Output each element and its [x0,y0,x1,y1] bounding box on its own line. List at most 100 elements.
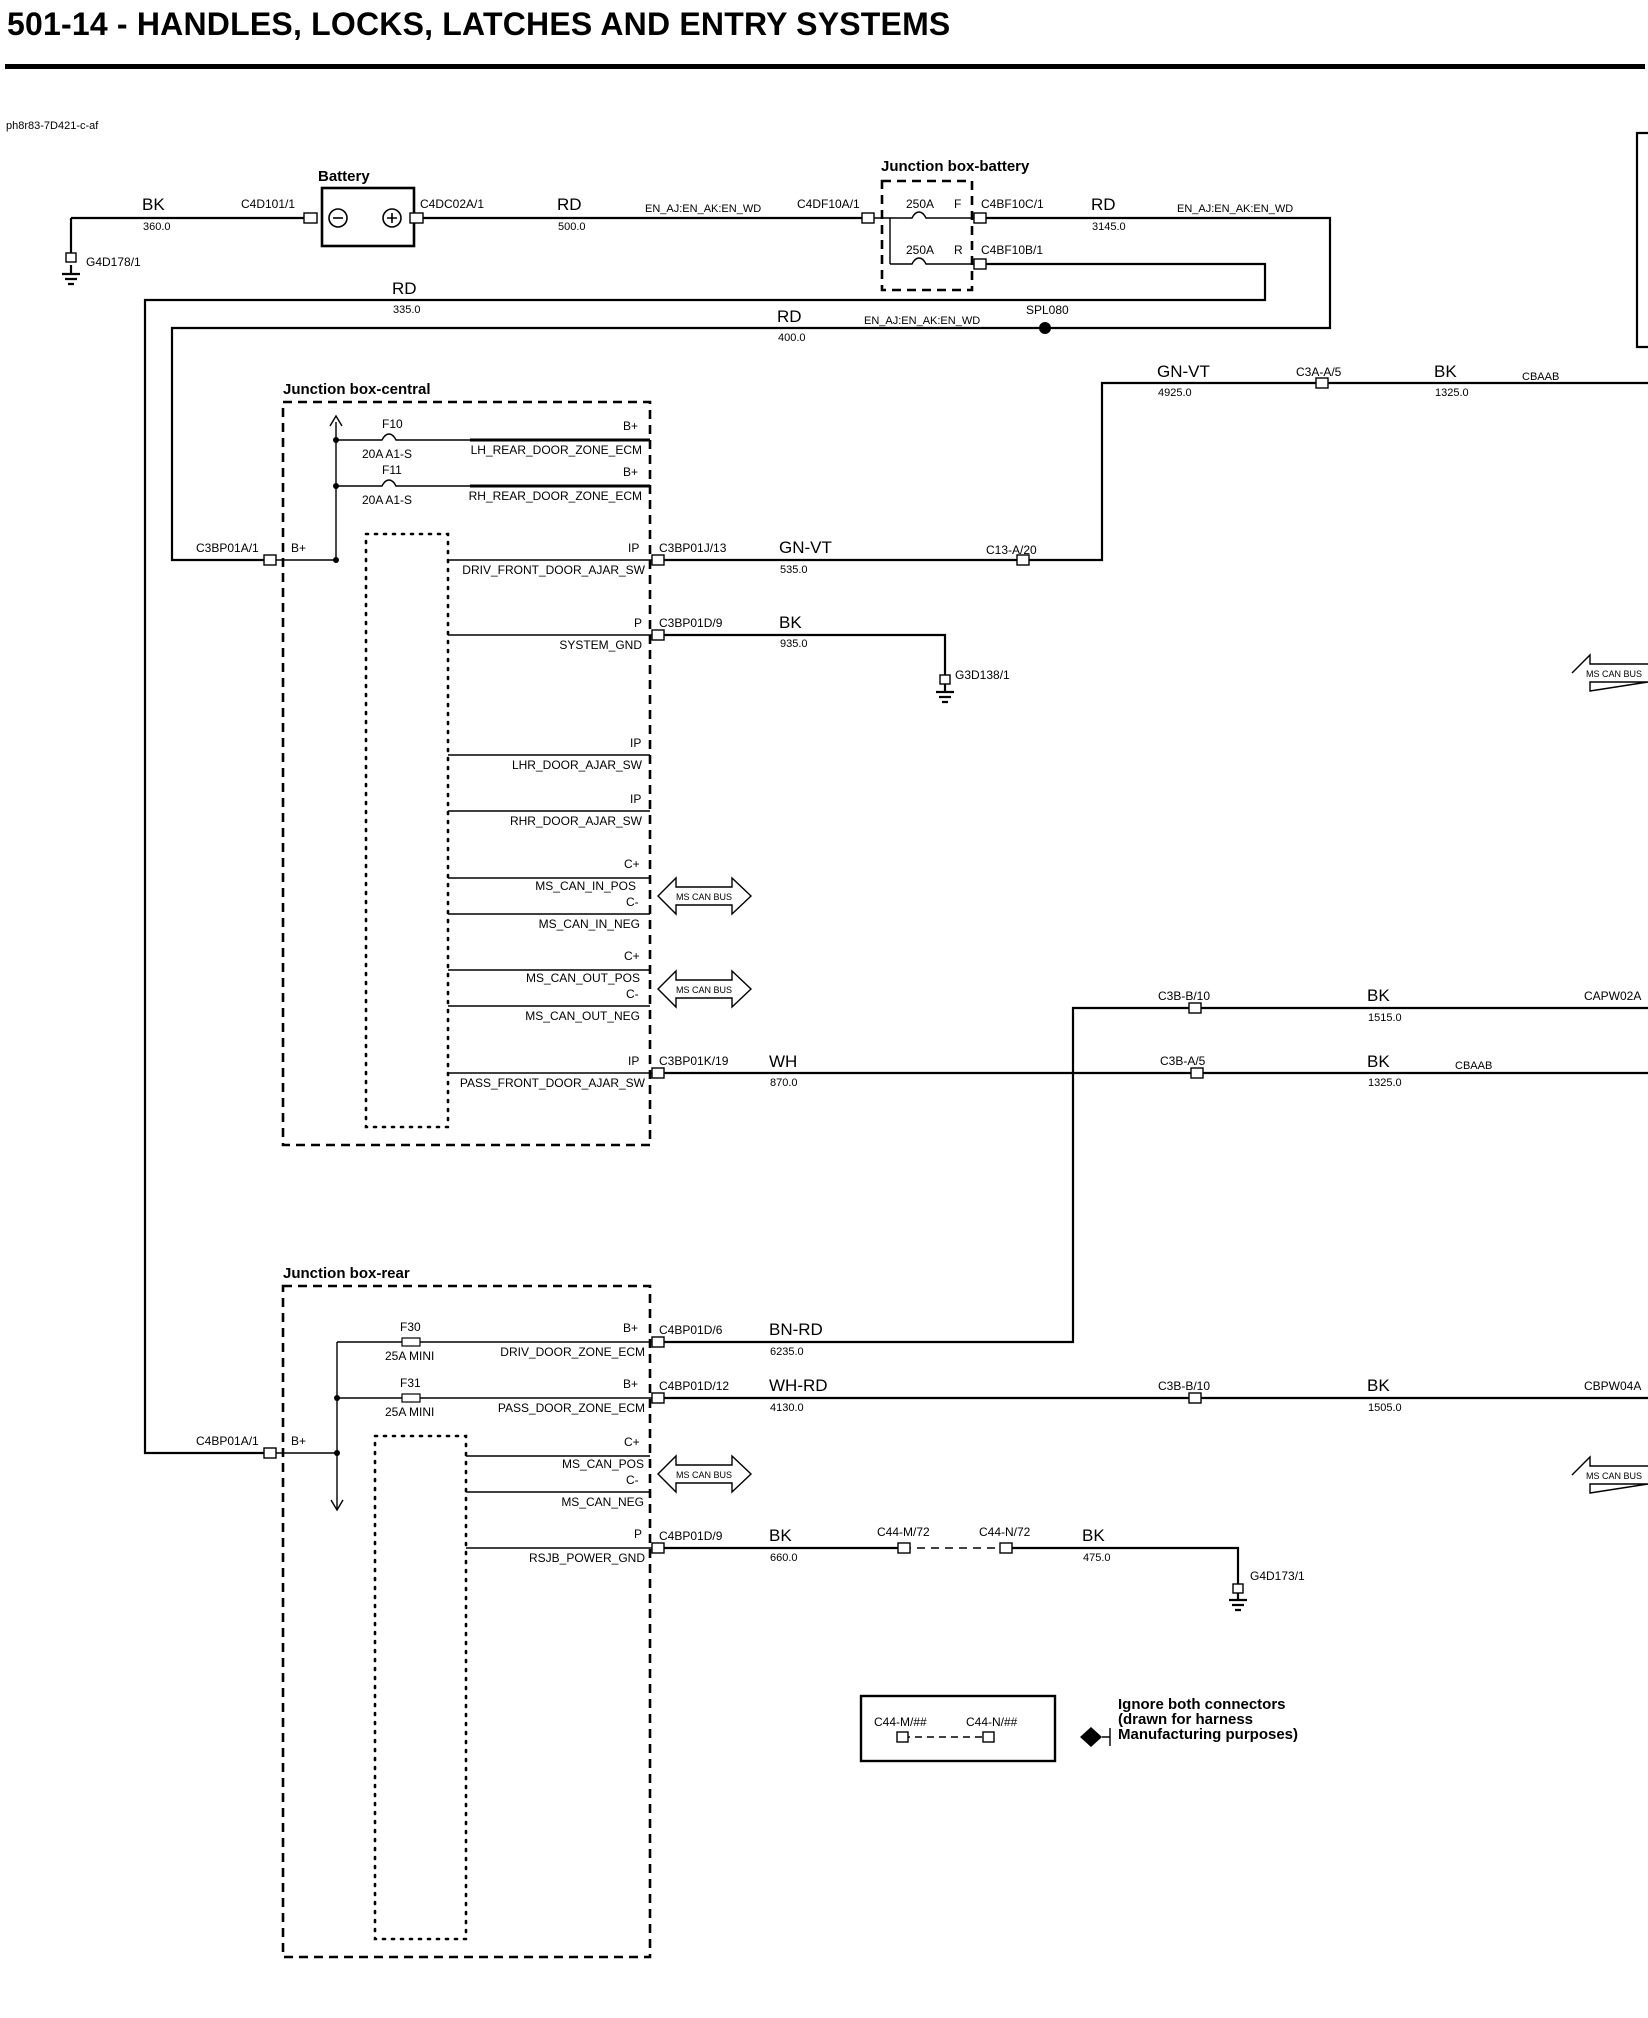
pin-signal: LH_REAR_DOOR_ZONE_ECM [471,443,642,457]
wire-color-w6: GN-VT [1157,362,1210,381]
feed-pin-central: B+ [291,541,306,555]
pin-signal: MS_CAN_IN_NEG [539,917,640,931]
connector-icon [651,1392,665,1404]
legend-box [859,1694,1057,1763]
fuse-f30-rating: 25A MINI [385,1349,434,1363]
circuit-w12: CBAAB [1455,1060,1492,1072]
pin-signal: MS_CAN_NEG [561,1495,644,1509]
ground-icon [62,265,80,286]
connector-c4bp01d6: C4BP01D/6 [659,1323,723,1337]
pin-type: IP [630,792,641,806]
wire-color-w12: BK [1367,1052,1390,1071]
fuse-jbb-top-pin: F [954,197,961,211]
fuse-jbb-top-icon [890,211,985,219]
connector-icon [973,212,987,224]
legend-connector-n: C44-N/## [966,1715,1018,1729]
connector-c3bb10-top: C3B-B/10 [1158,989,1210,1003]
connector-c4d101: C4D101/1 [241,197,295,211]
connector-icon [999,1542,1013,1554]
battery-neg-terminal-icon [328,208,348,228]
diagram-ref: ph8r83-7D421-c-af [6,120,99,132]
pin-type: C+ [624,857,640,871]
page-title: 501-14 - HANDLES, LOCKS, LATCHES AND ENT… [7,6,951,42]
circuit-w3: EN_AJ:EN_AK:EN_WD [1177,203,1293,215]
wire-size-w14: 4130.0 [770,1402,804,1414]
fuse-f30-name: F30 [400,1320,421,1334]
wire-color-w15: BK [1367,1376,1390,1395]
arrow-up-icon [329,414,343,427]
offpage-component [1635,131,1648,349]
can-bus-arrow-icon [657,1454,753,1494]
wire-size-w10: 1515.0 [1368,1012,1402,1024]
wire-color-w3: RD [1091,195,1116,214]
connector-icon [651,554,665,566]
wire-color-w7: BK [1434,362,1457,381]
wire-color-w2: RD [557,195,582,214]
connector-icon [973,258,987,270]
pin-signal: SYSTEM_GND [559,638,642,652]
wire-size-w11: 870.0 [770,1077,798,1089]
fuse-jbb-bot-icon [890,257,985,265]
connector-icon [982,1731,995,1743]
junction-dot-icon [334,1450,340,1456]
pin-signal: MS_CAN_IN_POS [535,879,636,893]
wire-color-w1: BK [142,195,165,214]
connector-c44m: C44-M/72 [877,1525,930,1539]
jb-battery-box [880,179,974,292]
pin-signal: PASS_FRONT_DOOR_AJAR_SW [460,1076,646,1090]
connector-icon [651,1542,665,1554]
jb-central-label: Junction box-central [283,381,431,398]
wire-size-w2: 500.0 [558,221,586,233]
connector-icon [651,1336,665,1348]
wire-color-w9: BK [779,613,802,632]
connector-c4bp01a: C4BP01A/1 [196,1434,259,1448]
connector-icon [1016,554,1030,566]
pin-type: P [634,1527,642,1541]
can-bus-arrow-icon [1571,1455,1648,1494]
battery-label: Battery [318,168,370,185]
ground-icon [1229,1593,1247,1612]
wire-size-w4: 335.0 [393,304,421,316]
connector-c3bp01a: C3BP01A/1 [196,541,259,555]
wire-size-w5: 400.0 [778,332,806,344]
pin-type: B+ [623,419,638,433]
connector-c3bb10-bot: C3B-B/10 [1158,1379,1210,1393]
connector-c3aa: C3A-A/5 [1296,365,1342,379]
wire-size-w17: 475.0 [1083,1552,1111,1564]
connector-c44n: C44-N/72 [979,1525,1031,1539]
wire-color-w8: GN-VT [779,538,832,557]
wire-size-w7: 1325.0 [1435,387,1469,399]
wire-size-w16: 660.0 [770,1552,798,1564]
wire-size-w3: 3145.0 [1092,221,1126,233]
connector-icon [65,252,77,263]
can-bus-arrow-icon [657,876,753,916]
wire-color-w16: BK [769,1526,792,1545]
can-bus-label: MS CAN BUS [676,985,732,995]
note-line2: (drawn for harness [1118,1711,1253,1728]
pin-signal: DRIV_DOOR_ZONE_ECM [500,1345,645,1359]
pin-signal: RHR_DOOR_AJAR_SW [510,814,643,828]
pin-signal: DRIV_FRONT_DOOR_AJAR_SW [462,563,645,577]
fuse-f31-name: F31 [400,1376,421,1390]
ground-g4d178: G4D178/1 [86,255,141,269]
jb-battery-label: Junction box-battery [881,158,1030,175]
connector-icon [896,1731,909,1743]
fuse-f30-icon [401,1337,421,1347]
jb-rear-module [373,1434,468,1941]
pin-type: B+ [623,465,638,479]
wire-bn-rd-6235 [664,1006,1648,1344]
header-rule [5,64,1645,69]
wire-size-w6: 4925.0 [1158,387,1192,399]
circuit-w5: EN_AJ:EN_AK:EN_WD [864,315,980,327]
connector-icon [1190,1067,1204,1079]
wire-color-w4: RD [392,279,417,298]
can-bus-label: MS CAN BUS [1586,669,1642,679]
connector-icon [861,212,875,224]
splice-spl080: SPL080 [1026,303,1069,317]
circuit-w2: EN_AJ:EN_AK:EN_WD [645,203,761,215]
connector-icon [303,212,318,224]
wire-rd-3145-to-central [170,216,1332,562]
pin-signal: MS_CAN_POS [562,1457,644,1471]
connector-cbpw04a: CBPW04A [1584,1379,1641,1393]
